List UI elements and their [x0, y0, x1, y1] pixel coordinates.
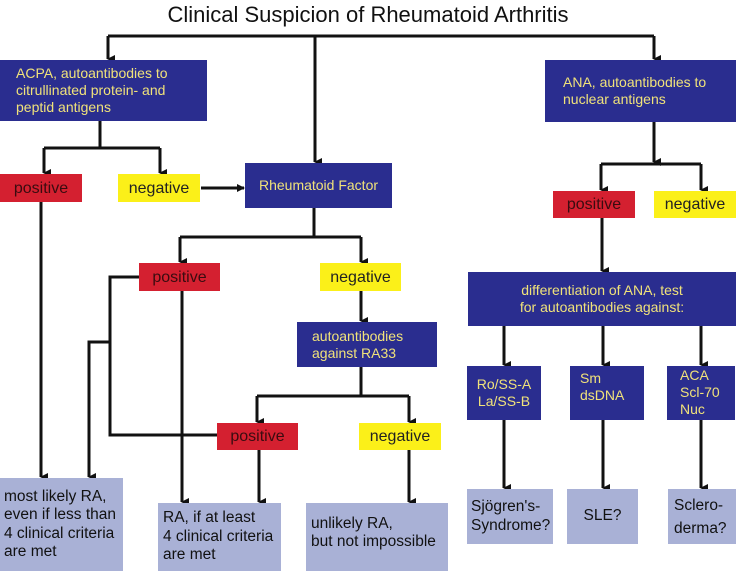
text-line: Rheumatoid Factor: [258, 177, 379, 193]
text-line: Sclero-: [674, 496, 724, 514]
text-line: citrullinated protein- and: [16, 82, 166, 98]
ana-positive-label: positive: [566, 196, 622, 213]
rf-positive-box: positive: [139, 263, 220, 291]
text-line: Ro/SS-A: [476, 376, 532, 392]
text-line: ACPA, autoantibodies to: [16, 65, 168, 81]
text-line: are met: [163, 546, 216, 564]
text-line: 4 clinical criteria: [163, 527, 274, 545]
rf-negative-box: negative: [320, 263, 401, 291]
text-line: Scl-70: [680, 384, 720, 400]
text-line: unlikely RA,: [311, 514, 393, 532]
ra33-positive-label: positive: [230, 428, 285, 445]
text-line: but not impossible: [311, 533, 436, 550]
acpa-positive-box: positive: [0, 174, 82, 202]
acpa-negative-box: negative: [118, 174, 200, 202]
ana-negative-label: negative: [664, 196, 726, 213]
arrow-loop-to-most-likely: [87, 340, 110, 481]
text-line: dsDNA: [580, 387, 625, 403]
ana-positive-box: positive: [553, 191, 635, 218]
text-line: La/SS-B: [477, 393, 531, 409]
text-line: derma?: [674, 519, 727, 537]
rheumatoid-factor-box: Rheumatoid Factor: [245, 163, 392, 208]
text-line: for autoantibodies against:: [519, 299, 685, 315]
text-line: ANA, autoantibodies to: [563, 74, 707, 90]
outcome-unlikely-ra: unlikely RA,but not impossible: [306, 503, 448, 571]
text-line: RA, if at least: [163, 509, 256, 527]
text-line: peptid antigens: [16, 99, 111, 115]
text-line: nuclear antigens: [563, 91, 666, 107]
text-line: most likely RA,: [4, 487, 107, 505]
text-line: Nuc: [680, 401, 705, 417]
acpa-positive-label: positive: [13, 179, 69, 197]
outcome-sle: SLE?: [567, 489, 638, 544]
acpa-negative-label: negative: [128, 179, 190, 197]
ra33-positive-box: positive: [217, 423, 298, 450]
text-line: 4 clinical criteria: [4, 524, 115, 542]
text-line: SLE?: [583, 507, 622, 525]
ra33-negative-box: negative: [359, 423, 441, 450]
text-line: Syndrome?: [471, 516, 551, 534]
text-line: are met: [4, 543, 57, 560]
diagram-title: Clinical Suspicion of Rheumatoid Arthrit…: [167, 2, 569, 27]
text-line: ACA: [680, 367, 709, 383]
text-line: Sjögren's-: [471, 498, 541, 515]
text-line: differentiation of ANA, test: [521, 282, 683, 298]
outcome-sjogren: Sjögren's-Syndrome?: [467, 489, 553, 544]
ana-negative-box: negative: [654, 191, 736, 218]
ra33-negative-label: negative: [369, 428, 431, 445]
text-line: even if less than: [4, 506, 117, 523]
outcome-scleroderma: Sclero-derma?: [668, 489, 736, 544]
text-line: Sm: [580, 370, 601, 386]
connector-rf-positive-loop: [108, 275, 217, 437]
rf-negative-label: negative: [330, 268, 391, 286]
rf-positive-label: positive: [152, 268, 207, 286]
text-line: against RA33: [312, 344, 397, 361]
text-line: autoantibodies: [312, 327, 404, 344]
